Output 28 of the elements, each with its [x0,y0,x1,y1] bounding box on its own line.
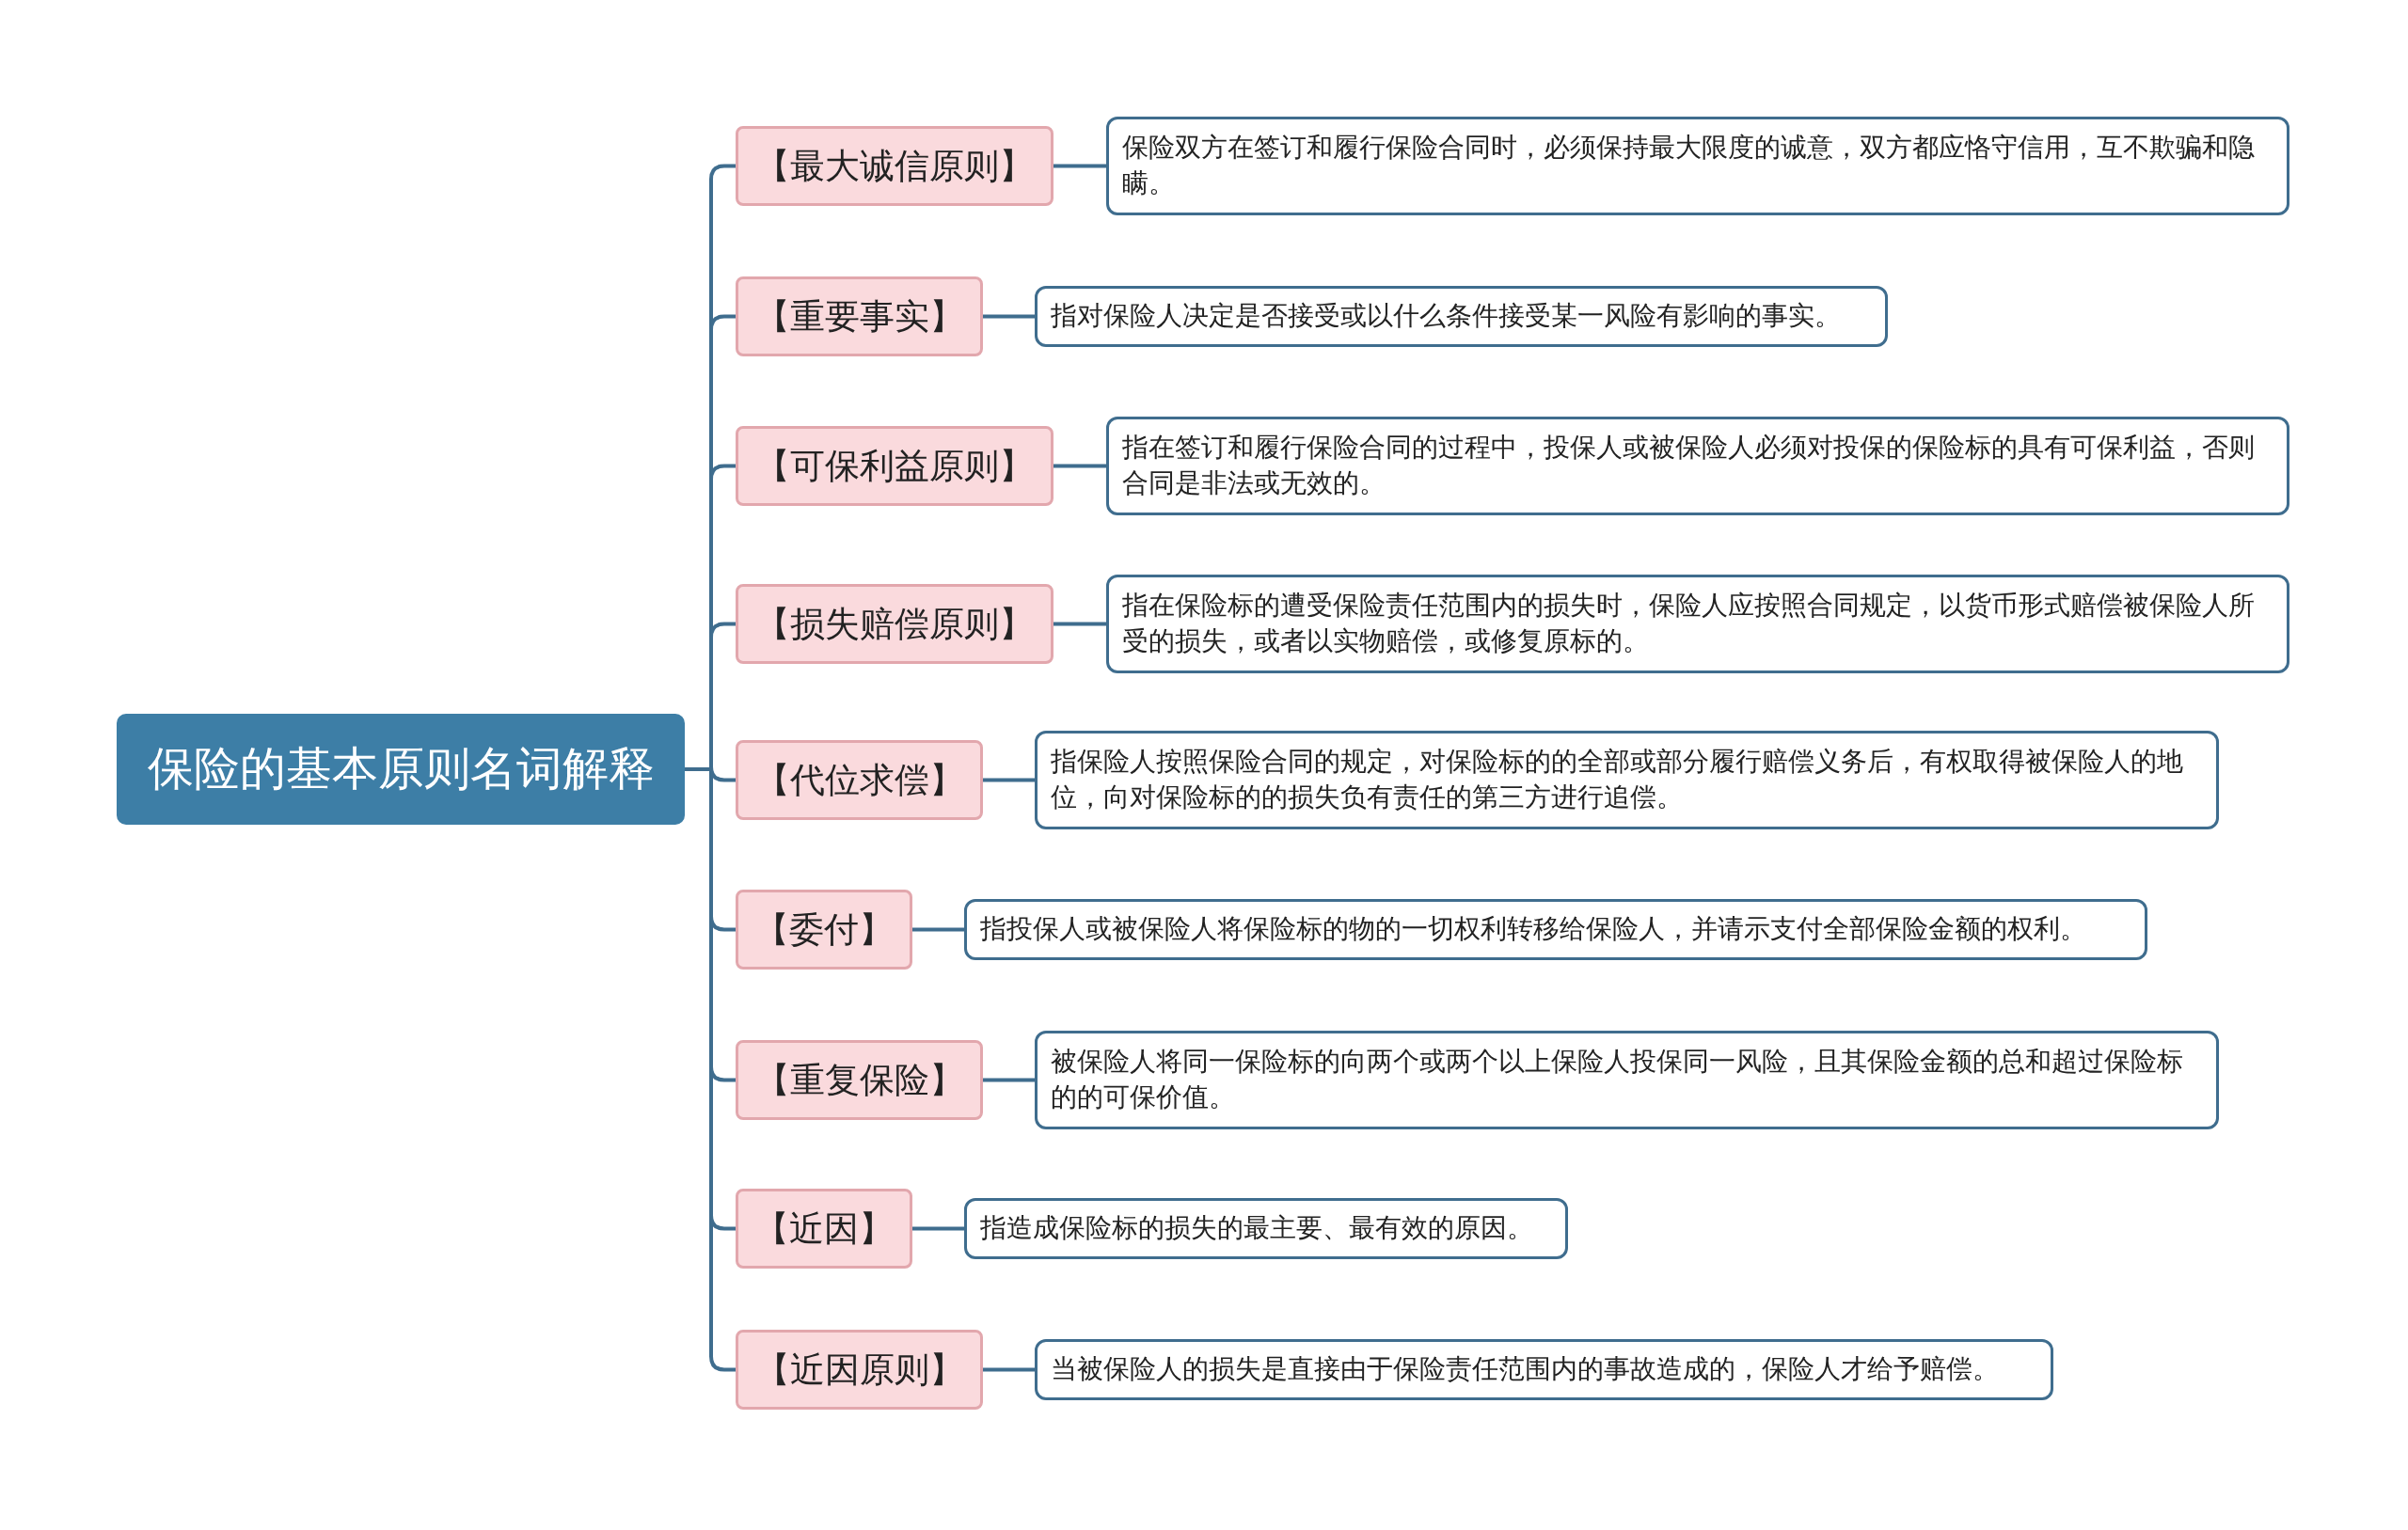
connector-line [983,1367,1035,1372]
topic-box: 【重要事实】 [736,276,983,356]
topic-box: 【重复保险】 [736,1040,983,1120]
definition-box: 指保险人按照保险合同的规定，对保险标的的全部或部分履行赔偿义务后，有权取得被保险人的地位，向对保险标的的损失负有责任的第三方进行追偿。 [1035,730,2219,829]
connector-line [912,927,964,932]
topic-box: 【代位求偿】 [736,740,983,820]
definition-box: 保险双方在签订和履行保险合同时，必须保持最大限度的诚意，双方都应恪守信用，互不欺骗和隐瞒。 [1106,116,2289,215]
connector-line [983,314,1035,319]
definition-box: 当被保险人的损失是直接由于保险责任范围内的事故造成的，保险人才给予赔偿。 [1035,1338,2053,1400]
topic-box: 【可保利益原则】 [736,426,1054,506]
definition-box: 指在签订和履行保险合同的过程中，投保人或被保险人必须对投保的保险标的具有可保利益，否则合同是非法或无效的。 [1106,416,2289,515]
topic-box: 【委付】 [736,890,912,970]
connector-line [983,1078,1035,1082]
definition-box: 指投保人或被保险人将保险标的物的一切权利转移给保险人，并请示支付全部保险金额的权利。 [964,898,2147,960]
connector-line [1054,164,1106,168]
topic-box: 【最大诚信原则】 [736,126,1054,206]
definition-box: 指造成保险标的损失的最主要、最有效的原因。 [964,1197,1568,1259]
connector-line [1054,464,1106,468]
topic-box: 【近因】 [736,1189,912,1269]
connector-line [1054,622,1106,626]
topic-box: 【近因原则】 [736,1330,983,1410]
definition-box: 指对保险人决定是否接受或以什么条件接受某一风险有影响的事实。 [1035,285,1888,347]
connector-line [912,1226,964,1231]
definition-box: 指在保险标的遭受保险责任范围内的损失时，保险人应按照合同规定，以货币形式赔偿被保险人所受的损失，或者以实物赔偿，或修复原标的。 [1106,574,2289,673]
root-topic-box: 保险的基本原则名词解释 [117,714,685,825]
connector-line [983,778,1035,782]
topic-box: 【损失赔偿原则】 [736,584,1054,664]
definition-box: 被保险人将同一保险标的向两个或两个以上保险人投保同一风险，且其保险金额的总和超过保险标的的可保价值。 [1035,1030,2219,1129]
